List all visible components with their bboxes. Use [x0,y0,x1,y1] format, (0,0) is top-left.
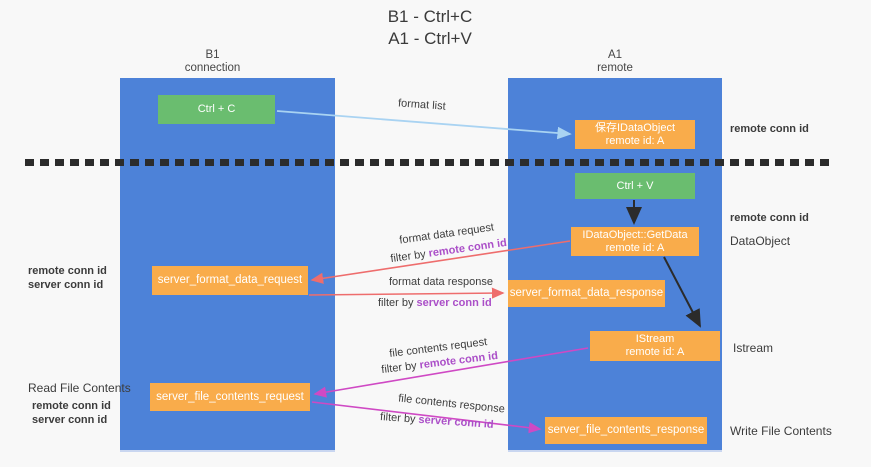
node-idataobject-getdata: IDataObject::GetData remote id: A [571,227,699,256]
node-server-file-contents-request-label: server_file_contents_request [156,390,304,403]
node-server-format-data-response-label: server_format_data_response [509,287,664,299]
server-conn-id-label-left: server conn id [28,279,104,291]
node-server-file-contents-request: server_file_contents_request [150,383,310,411]
server-conn-id-text: server conn id [418,413,494,431]
node-istream: IStream remote id: A [590,331,720,361]
lane-header-a1: A1 remote [508,49,722,75]
lane-a1-name: A1 [607,49,623,61]
read-file-contents-label: Read File Contents [28,381,131,395]
node-server-file-contents-response-label: server_file_contents_response [547,424,705,436]
node-ctrl-v: Ctrl + V [575,173,695,199]
remote-conn-id-label-mid-right: remote conn id [730,212,809,224]
title-line-2: A1 - Ctrl+V [388,29,472,48]
node-server-format-data-request-label: server_format_data_request [157,274,303,286]
node-idataobject-getdata-line1: IDataObject::GetData [582,228,688,241]
lane-header-b1: B1 connection [105,49,320,75]
write-file-contents-label: Write File Contents [730,424,832,438]
filter-by-text: filter by [378,297,414,309]
remote-conn-id-label-left: remote conn id [28,265,107,277]
node-server-file-contents-response: server_file_contents_response [545,417,707,444]
lane-b1-subtitle: connection [184,62,241,74]
dataobject-label: DataObject [730,234,791,248]
node-save-idataobject: 保存IDataObject remote id: A [575,120,695,149]
node-server-format-data-request: server_format_data_request [152,266,308,295]
filter-by-text: filter by [380,359,418,377]
server-conn-id-text: server conn id [416,297,492,309]
format-data-response-label: format data response [389,276,493,288]
lane-b1-name: B1 [205,49,220,61]
node-save-idataobject-line1: 保存IDataObject [594,121,676,134]
copy-paste-divider-dashed-line [25,159,832,166]
istream-label: Istream [733,341,774,355]
node-istream-line1: IStream [635,333,675,345]
file-contents-response-label: file contents response [397,392,506,416]
node-save-idataobject-line2: remote id: A [605,134,665,147]
server-conn-id-label-bottom-left: server conn id [32,414,108,426]
format-list-label: format list [397,97,447,113]
node-istream-line2: remote id: A [625,346,685,358]
lane-a1-subtitle: remote [597,62,633,74]
page-title: B1 - Ctrl+C A1 - Ctrl+V [280,6,580,50]
title-line-1: B1 - Ctrl+C [387,7,473,26]
filter-by-text: filter by [379,411,416,426]
remote-conn-id-label-top-right: remote conn id [730,123,809,135]
node-idataobject-getdata-line2: remote id: A [605,241,665,254]
filter-by-text: filter by [389,248,427,266]
node-ctrl-v-label: Ctrl + V [616,179,654,192]
node-ctrl-c-label: Ctrl + C [197,103,236,115]
remote-conn-id-label-bottom-left: remote conn id [32,400,111,412]
format-data-response-arrow [308,287,505,299]
node-server-format-data-response: server_format_data_response [508,280,665,307]
node-ctrl-c: Ctrl + C [158,95,275,124]
